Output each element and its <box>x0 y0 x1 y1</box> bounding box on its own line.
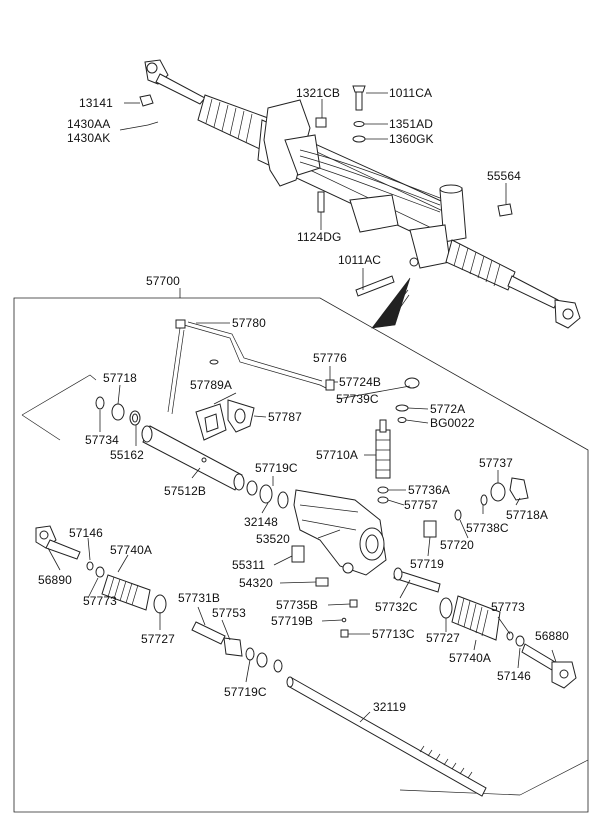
label-57724B: 57724B <box>339 375 381 389</box>
label-5772A: 5772A <box>430 402 465 416</box>
label-57787: 57787 <box>268 410 302 424</box>
label-57773-left: 57773 <box>83 594 117 608</box>
label-57719C-bottom: 57719C <box>224 685 267 699</box>
label-57735B: 57735B <box>276 598 318 612</box>
label-1430AK: 1430AK <box>67 131 110 145</box>
label-57732C: 57732C <box>375 600 418 614</box>
label-13141: 13141 <box>79 96 113 110</box>
label-57512B: 57512B <box>164 484 206 498</box>
label-57740A-right: 57740A <box>449 651 491 665</box>
label-1011CA: 1011CA <box>389 86 432 100</box>
label-57146-right: 57146 <box>497 669 531 683</box>
label-56890: 56890 <box>38 573 72 587</box>
label-57773-right: 57773 <box>491 600 525 614</box>
label-57780: 57780 <box>232 316 266 330</box>
label-57731B: 57731B <box>178 591 220 605</box>
label-57719: 57719 <box>410 557 444 571</box>
label-BG0022: BG0022 <box>430 416 475 430</box>
label-57753: 57753 <box>212 606 246 620</box>
label-57720: 57720 <box>440 538 474 552</box>
label-57719B: 57719B <box>271 614 313 628</box>
detail-leader-lines <box>47 322 557 723</box>
label-57710A: 57710A <box>316 448 358 462</box>
label-1360GK: 1360GK <box>389 132 434 146</box>
label-57734: 57734 <box>85 433 119 447</box>
label-55564: 55564 <box>487 169 521 183</box>
part-number-labels: 13141 1430AA 1430AK 1321CB 1011CA 1351AD… <box>38 86 569 714</box>
label-1351AD: 1351AD <box>389 117 433 131</box>
label-1011AC: 1011AC <box>338 253 381 267</box>
label-57738C: 57738C <box>466 521 509 535</box>
label-32148: 32148 <box>244 515 278 529</box>
label-57736A: 57736A <box>408 483 450 497</box>
label-57719C-top: 57719C <box>255 461 298 475</box>
label-1124DG: 1124DG <box>297 230 341 244</box>
label-53520: 53520 <box>256 532 290 546</box>
label-57740A-left: 57740A <box>110 543 152 557</box>
label-57739C: 57739C <box>336 392 379 406</box>
label-57789A: 57789A <box>190 378 232 392</box>
label-57757: 57757 <box>404 498 438 512</box>
label-1321CB: 1321CB <box>296 86 340 100</box>
label-57776: 57776 <box>313 351 347 365</box>
label-32119: 32119 <box>373 700 406 714</box>
label-57727-left: 57727 <box>141 632 175 646</box>
label-55311: 55311 <box>232 558 265 572</box>
rack-assembly-illustration <box>139 59 581 329</box>
top-leader-lines <box>119 92 507 298</box>
label-57718A: 57718A <box>506 508 548 522</box>
label-55162: 55162 <box>110 448 144 462</box>
label-56880: 56880 <box>535 629 569 643</box>
detail-parts-illustration <box>35 319 577 797</box>
label-57727-right: 57727 <box>426 631 460 645</box>
label-57737: 57737 <box>479 456 513 470</box>
label-57146-left: 57146 <box>69 526 103 540</box>
label-1430AA: 1430AA <box>67 117 110 131</box>
detail-frame <box>13 297 589 813</box>
label-57713C: 57713C <box>372 627 415 641</box>
label-57700: 57700 <box>146 274 180 288</box>
label-54320: 54320 <box>239 576 273 590</box>
label-57718: 57718 <box>103 371 137 385</box>
